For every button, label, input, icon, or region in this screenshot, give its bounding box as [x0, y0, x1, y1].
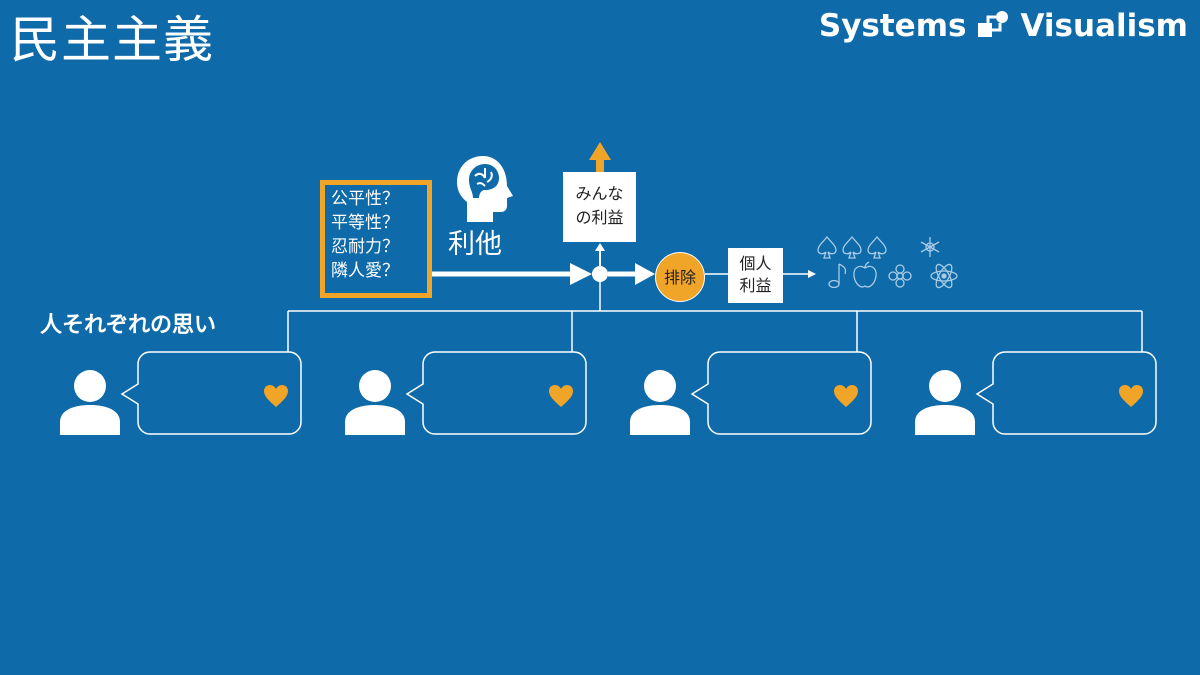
person-row-1	[60, 351, 302, 435]
altruism-label: 利他	[448, 229, 502, 260]
heart-icon	[264, 385, 288, 407]
music-note-icon	[828, 263, 847, 289]
criteria-item-equality: 平等性？	[331, 213, 399, 233]
person-row-2	[345, 351, 587, 435]
criteria-box: 公平性？ 平等性？ 忍耐力？ 隣人愛？	[320, 180, 432, 298]
apple-icon	[853, 261, 877, 288]
rising-arrow-head	[589, 142, 611, 160]
speech-bubble	[120, 351, 302, 435]
person-icon	[915, 370, 975, 435]
heart-icon	[1119, 385, 1143, 407]
spade-icon	[817, 235, 837, 259]
public-arrow-head	[595, 243, 605, 251]
exclusion-node: 排除	[655, 252, 705, 302]
page-title: 民主主義	[10, 11, 214, 69]
atom-icon	[930, 263, 958, 289]
person-icon	[630, 370, 690, 435]
person-icon	[345, 370, 405, 435]
person-row-4	[915, 351, 1157, 435]
brand-text-right: Visualism	[1020, 8, 1188, 44]
person-icon	[60, 370, 120, 435]
rising-arrow-stem	[596, 158, 604, 172]
private-to-symbols-head	[808, 270, 816, 278]
criteria-item-neighborly-love: 隣人愛？	[331, 261, 399, 281]
heart-icon	[549, 385, 573, 407]
exclusion-arrow-head	[635, 263, 655, 285]
speech-bubble	[405, 351, 587, 435]
person-row-3	[630, 351, 872, 435]
heart-icon	[834, 385, 858, 407]
public-benefit-box: みんな の利益	[563, 172, 636, 242]
symbol-group	[817, 235, 958, 289]
brand-logo: Systems Visualism	[819, 8, 1188, 44]
private-benefit-box: 個人 利益	[728, 248, 783, 303]
main-arrow-head	[570, 263, 592, 285]
criteria-item-fairness: 公平性？	[331, 189, 399, 209]
brand-text-left: Systems	[818, 8, 967, 44]
thoughts-label: 人それぞれの思い	[40, 313, 217, 338]
public-benefit-line1: みんな	[575, 184, 624, 203]
junction-node	[592, 266, 608, 282]
spade-icon	[842, 235, 862, 259]
snowflake-icon	[920, 237, 940, 257]
speech-bubble	[975, 351, 1157, 435]
speech-bubble	[690, 351, 872, 435]
criteria-item-patience: 忍耐力？	[331, 237, 399, 257]
brain-head-icon	[457, 156, 513, 222]
private-benefit-line2: 利益	[739, 276, 772, 295]
public-benefit-line2: の利益	[575, 208, 624, 227]
flower-icon	[888, 264, 912, 288]
private-benefit-line1: 個人	[739, 254, 772, 273]
systems-visualism-logo-icon	[978, 11, 1009, 37]
spade-icon	[867, 235, 887, 259]
